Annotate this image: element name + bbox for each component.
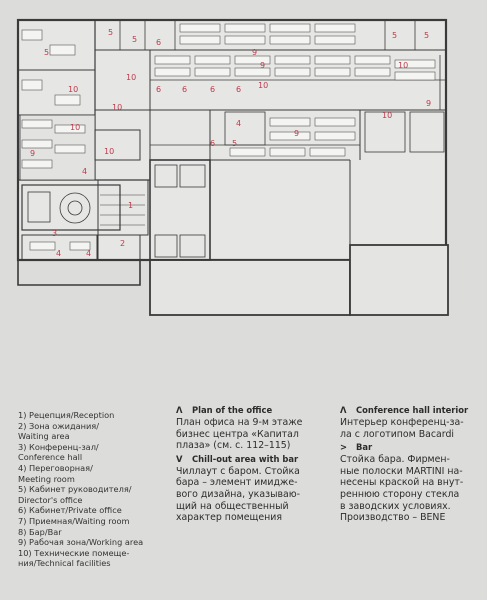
plan-label: 6 [156,38,161,47]
caption-title: Plan of the office [192,405,273,415]
plan-label: 4 [56,249,61,258]
caption-line: несены краской на внут- [340,477,464,489]
plan-label: 4 [86,249,91,258]
plan-label: 5 [44,48,49,57]
legend-line: 3) Конференц-зал/ [18,441,99,452]
plan-label: 5 [232,139,237,148]
caption-line: План офиса на 9-м этаже [176,417,303,428]
plan-label: 6 [210,139,215,148]
caption-line: вого дизайна, указываю- [176,488,301,500]
caption-conference-heading: Λ Conference hall interior [340,405,485,416]
caption-title: Bar [356,442,373,453]
plan-label: 9 [260,61,265,70]
plan-label: 9 [294,129,299,138]
legend-line: 4) Переговорная/ [18,462,93,473]
plan-label: 10 [258,81,268,90]
caption-title: Conference hall interior [356,405,469,415]
legend-line: 6) Кабинет/Private office [18,505,122,516]
legend-line: 1) Рецепция/Reception [18,410,115,420]
caption-column-right: Λ Conference hall interior Интерьер конфе… [340,405,485,526]
plan-label: 6 [236,85,241,94]
plan-label: 5 [392,31,397,40]
plan-label: 6 [182,85,187,94]
caption-marker: V [176,453,183,464]
caption-line: бизнес центра «Капитал [176,428,299,440]
caption-line: Стойка бара. Фирмен- [340,454,450,466]
caption-line: реннюю сторону стекла [340,488,460,500]
caption-plan-heading: Λ Plan of the office [176,405,326,416]
plan-label: 9 [252,48,257,57]
caption-title: Chill-out area with bar [192,453,299,464]
plan-label: 10 [398,61,408,70]
legend-line: Waiting area [18,431,70,442]
caption-line: ные полоски MARTINI на- [340,465,463,477]
caption-line: бара – элемент имидже- [176,477,298,489]
caption-line: Производство – BENE [340,512,446,524]
caption-line: щий на общественный [176,500,289,512]
plan-label: 1 [128,201,133,210]
legend-line: 7) Приемная/Waiting room [18,515,130,526]
legend-line: Conference hall [18,452,83,463]
caption-line: Интерьер конференц-за- [340,417,464,428]
caption-line: характер помещения [176,512,282,524]
legend-line: 2) Зона ожидания/ [18,420,99,431]
plan-label: 9 [426,99,431,108]
legend-line: 5) Кабинет руководителя/ [18,484,132,495]
caption-chill-text: Чиллаут с баром. Стойка бара – элемент и… [176,466,326,524]
plan-label: 6 [156,85,161,94]
caption-marker: Λ [340,405,347,415]
plan-label: 4 [236,119,241,128]
legend-line: 10) Технические помеще- [18,547,130,558]
plan-label: 10 [70,123,80,132]
caption-line: в заводских условиях. [340,500,451,512]
plan-label: 10 [382,111,392,120]
caption-line: Чиллаут с баром. Стойка [176,465,300,477]
office-floor-plan: 5 5 6 5 9 9 5 5 10 10 10 6 6 6 6 10 9 10… [16,18,449,316]
caption-bar-text: Стойка бара. Фирмен- ные полоски MARTINI… [340,454,485,524]
legend-line: 9) Рабочая зона/Working area [18,537,144,548]
plan-label: 9 [30,149,35,158]
caption-marker: > [340,442,348,453]
plan-label: 10 [126,73,136,82]
caption-line: ла с логотипом Bacardi [340,428,455,440]
caption-plan-text: План офиса на 9-м этаже бизнес центра «К… [176,417,326,452]
room-legend: 1) Рецепция/Reception 2) Зона ожидания/ … [18,410,168,569]
caption-bar-heading: > Bar [340,442,485,453]
legend-line: ния/Technical facilities [18,558,111,569]
plan-label: 10 [104,147,114,156]
plan-label: 10 [68,85,78,94]
legend-line: Director's office [18,494,83,505]
caption-chill-heading: V Chill-out area with bar [176,454,326,465]
legend-line: 8) Бар/Bar [18,526,62,537]
plan-label: 5 [108,28,113,37]
plan-label: 10 [112,103,122,112]
caption-marker: Λ [176,405,183,415]
caption-line: плаза» (см. с. 112–115) [176,440,291,452]
legend-line: Meeting room [18,473,75,484]
plan-label: 5 [132,35,137,44]
caption-conference-text: Интерьер конференц-за- ла с логотипом Ba… [340,417,485,440]
plan-label: 3 [52,229,57,238]
plan-label: 6 [210,85,215,94]
plan-label: 2 [120,239,125,248]
plan-label: 4 [82,167,87,176]
plan-label: 5 [424,31,429,40]
caption-column-middle: Λ Plan of the office План офиса на 9-м эт… [176,405,326,526]
